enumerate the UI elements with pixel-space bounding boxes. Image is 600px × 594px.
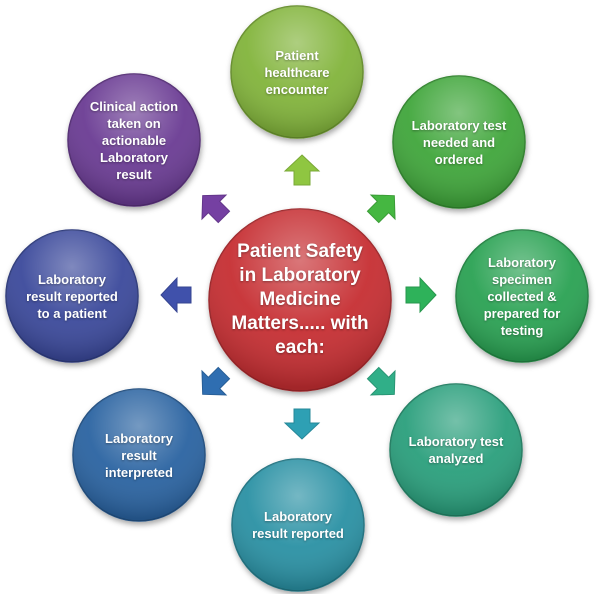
arrow-to-result-reported-to-patient <box>160 276 192 314</box>
arrow-to-test-analyzed <box>366 366 396 396</box>
node-result-reported-circle <box>231 458 365 592</box>
node-test-analyzed-circle <box>389 383 523 517</box>
arrow-to-specimen-collected <box>405 276 437 314</box>
node-clinical-action-taken-label: Clinical action taken on actionable Labo… <box>89 98 179 182</box>
node-test-analyzed-label: Laboratory test analyzed <box>408 434 504 466</box>
node-specimen-collected-label: Laboratory specimen collected & prepared… <box>483 254 561 338</box>
center-circle <box>208 208 392 392</box>
node-result-interpreted-label: Laboratory result interpreted <box>105 430 173 480</box>
node-clinical-action-taken-circle <box>67 73 201 207</box>
arrow-to-clinical-action-taken <box>201 194 231 224</box>
center-label: Patient Safety in Laboratory Medicine Ma… <box>231 241 369 358</box>
node-patient-healthcare-encounter-circle <box>230 5 364 139</box>
node-test-needed-ordered-circle <box>392 75 526 209</box>
node-result-interpreted-circle <box>72 388 206 522</box>
node-specimen-collected-circle <box>455 229 589 363</box>
arrow-to-result-interpreted <box>201 366 231 396</box>
node-patient-healthcare-encounter-label: Patient healthcare encounter <box>264 47 330 97</box>
arrow-to-test-needed-ordered <box>366 194 396 224</box>
arrow-to-patient-healthcare-encounter <box>283 154 321 186</box>
node-result-reported-label: Laboratory result reported <box>252 509 344 541</box>
node-test-needed-ordered-label: Laboratory test needed and ordered <box>411 117 507 167</box>
node-result-reported-to-patient-label: Laboratory result reported to a patient <box>26 271 118 321</box>
arrow-to-result-reported <box>283 408 321 440</box>
node-result-reported-to-patient-circle <box>5 229 139 363</box>
